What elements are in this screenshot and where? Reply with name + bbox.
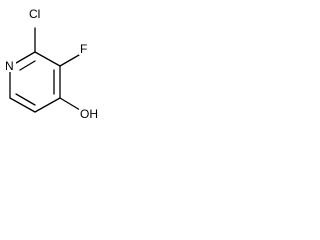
hydroxyl-label-background <box>79 107 101 120</box>
hydroxyl-label: OH <box>80 107 98 121</box>
bond-c4-c5 <box>34 97 61 113</box>
double-bond-n-c2 <box>19 60 36 71</box>
nitrogen-label: N <box>5 59 14 73</box>
double-bond-c5-c6 <box>15 93 36 106</box>
bond-c4-oh <box>59 97 81 111</box>
chlorine-label-background <box>28 7 45 21</box>
chlorine-label: Cl <box>29 7 40 21</box>
fluorine-label: F <box>80 42 87 56</box>
bond-c5-c6 <box>9 97 36 113</box>
bond-c3-f <box>59 54 80 67</box>
chemical-structure: N Cl F OH <box>4 7 101 121</box>
bond-n-c2 <box>15 51 36 64</box>
bond-c2-c3 <box>34 51 61 67</box>
fluorine-label-background <box>79 42 89 55</box>
nitrogen-label-background <box>4 59 16 72</box>
